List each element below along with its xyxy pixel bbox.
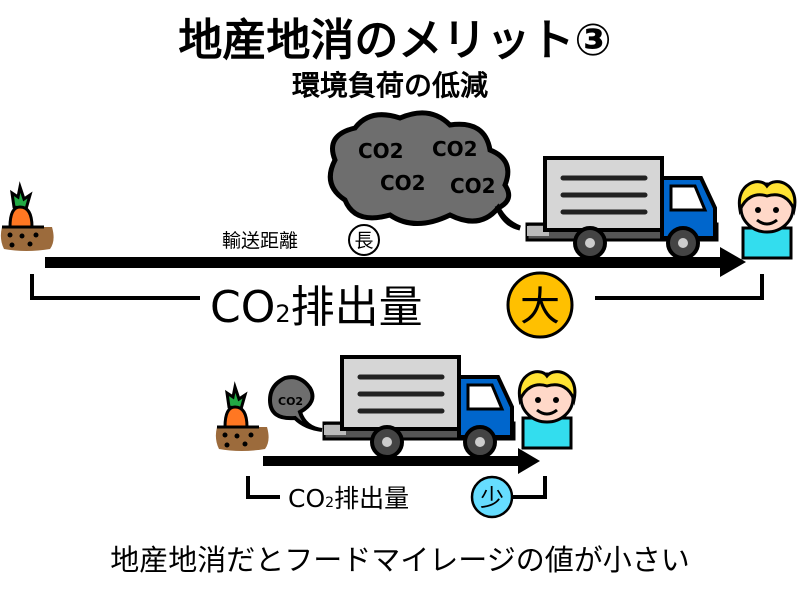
- emission-badge-small-circle: [470, 475, 514, 519]
- svg-text:CO2: CO2: [432, 137, 478, 161]
- bracket-small: [246, 476, 547, 499]
- long-arrow: [45, 257, 725, 268]
- caption: 地産地消だとフードマイレージの値が小さい: [110, 543, 689, 577]
- bracket-large: [30, 274, 764, 300]
- emission-label-large: CO2排出量: [210, 282, 423, 333]
- emission-badge-large: 大: [520, 284, 560, 330]
- exhaust-cloud-large: CO2 CO2 CO2 CO2: [327, 110, 521, 231]
- long-distance-scene: CO2 CO2 CO2 CO2 輸送距離 長 CO2排出量 大: [0, 110, 797, 339]
- short-arrow: [263, 456, 525, 466]
- distance-label: 輸送距離: [222, 230, 298, 252]
- emission-label-small: CO2排出量: [288, 484, 409, 513]
- short-distance-scene: CO2 CO2排出量 少: [214, 357, 577, 519]
- farm-carrot-icon: [214, 385, 271, 453]
- page-subtitle: 環境負荷の低減: [292, 69, 488, 102]
- distance-badge-circle: [348, 224, 380, 256]
- svg-text:CO2: CO2: [278, 395, 303, 408]
- emission-badge-small: 少: [480, 484, 504, 512]
- distance-badge: 長: [354, 230, 373, 252]
- emission-badge-large-circle: [506, 271, 574, 339]
- svg-text:CO2: CO2: [358, 139, 404, 163]
- truck-icon-large: [527, 158, 717, 258]
- truck-icon-small: [324, 357, 514, 457]
- svg-text:CO2: CO2: [450, 174, 496, 198]
- page-title: 地産地消のメリット③: [178, 15, 611, 66]
- svg-text:CO2: CO2: [380, 171, 426, 195]
- farm-carrot-icon: [0, 185, 56, 253]
- exhaust-cloud-small: CO2: [267, 375, 323, 432]
- consumer-girl-icon: [737, 180, 797, 260]
- consumer-girl-icon: [517, 370, 577, 450]
